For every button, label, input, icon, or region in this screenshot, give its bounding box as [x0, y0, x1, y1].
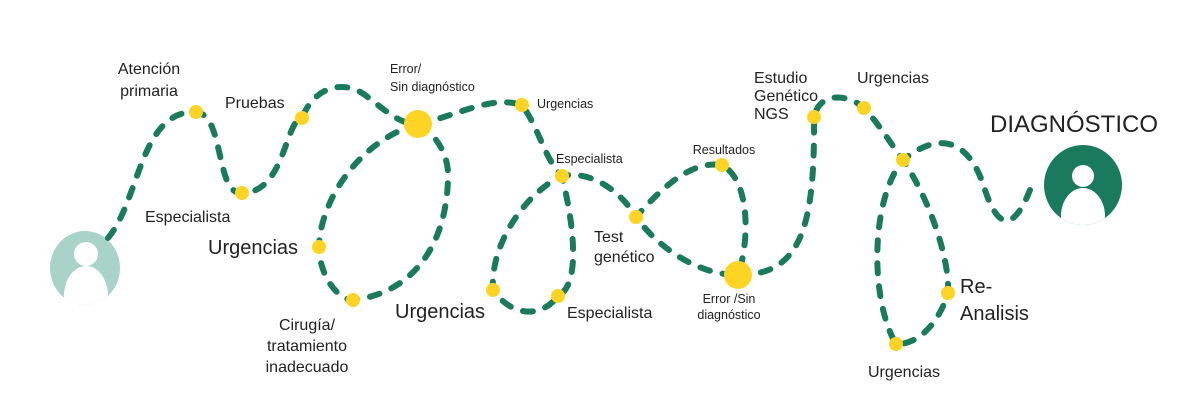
step-dot-especialista-mid: [555, 169, 569, 183]
step-dot-ngs: [807, 110, 821, 124]
label-cirugia-2: tratamiento: [267, 338, 347, 355]
label-urgencias-bottom: Urgencias: [395, 301, 485, 323]
step-dot-error-1: [404, 110, 432, 138]
label-reanalisis-2: Analisis: [960, 303, 1029, 325]
steps: [189, 98, 955, 351]
label-cirugia-3: inadecuado: [266, 359, 349, 376]
label-error-2-line2: diagnóstico: [697, 308, 760, 322]
label-cirugia-1: Cirugía/: [279, 317, 336, 334]
patient-diagnosed-icon: [1044, 145, 1122, 225]
label-ngs-2: Genético: [754, 88, 818, 105]
step-dot-error-2: [724, 261, 752, 289]
label-ngs-1: Estudio: [754, 70, 807, 87]
label-reanalisis-1: Re-: [960, 276, 992, 298]
label-urgencias-right-bottom: Urgencias: [868, 364, 940, 381]
patient-start-icon: [50, 231, 120, 305]
label-ngs-3: NGS: [754, 106, 789, 123]
label-atencion-1: Atención: [118, 61, 180, 78]
label-test-1: Test: [594, 229, 624, 246]
step-dot-pruebas: [295, 111, 309, 125]
step-dot-cirugia: [346, 293, 360, 307]
label-error-1-line1: Error/: [390, 62, 422, 76]
label-resultados: Resultados: [693, 143, 756, 157]
label-urgencias-right-top: Urgencias: [857, 70, 929, 87]
label-urgencias-top: Urgencias: [537, 97, 593, 111]
label-especialista: Especialista: [145, 209, 230, 226]
step-dot-reanalisis: [941, 286, 955, 300]
label-error-2-line1: Error /Sin: [703, 292, 756, 306]
step-dot-especialista-bottom: [551, 289, 565, 303]
label-atencion-2: primaria: [120, 83, 178, 100]
step-dot-urgencias-left: [312, 240, 326, 254]
title-diagnostico: DIAGNÓSTICO: [990, 111, 1158, 138]
step-dot-especialista: [235, 186, 249, 200]
label-error-1-line2: Sin diagnóstico: [390, 80, 475, 94]
label-pruebas: Pruebas: [225, 95, 285, 112]
label-especialista-mid: Especialista: [556, 152, 623, 166]
step-dot-urgencias-top: [515, 98, 529, 112]
label-urgencias-left: Urgencias: [208, 237, 298, 259]
step-dot-atencion: [189, 105, 203, 119]
step-dot-urgencias-bottom: [486, 283, 500, 297]
label-especialista-bottom: Especialista: [567, 305, 652, 322]
step-dot-urgencias-right-bottom: [889, 337, 903, 351]
step-dot-urgencias-right-top: [857, 101, 871, 115]
step-dot-test: [629, 210, 643, 224]
label-test-2: genético: [594, 249, 655, 266]
labels: Atención primaria Especialista Pruebas E…: [118, 61, 1158, 381]
step-dot-junction: [896, 153, 910, 167]
step-dot-resultados: [715, 158, 729, 172]
